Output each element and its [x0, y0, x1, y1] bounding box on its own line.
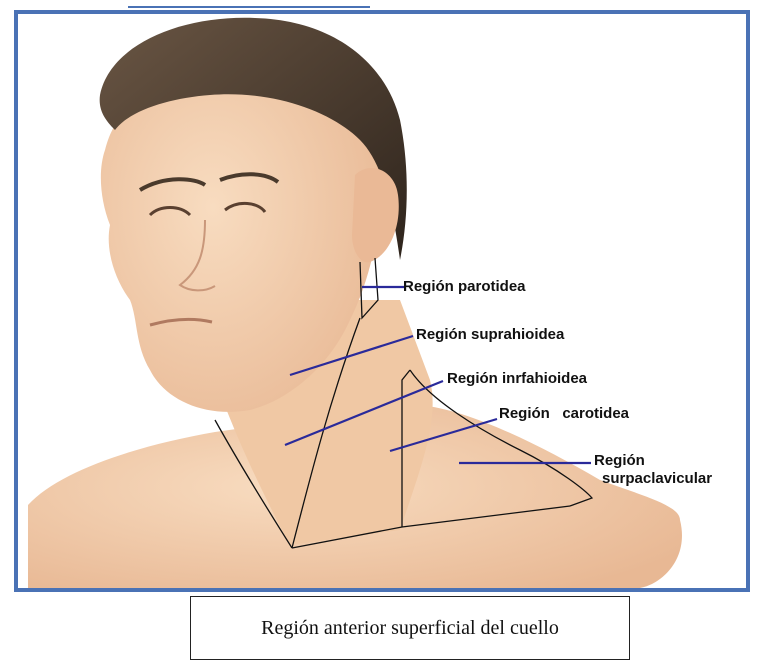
region-outlines [214, 257, 594, 549]
label-region-suprahioidea: Región suprahioidea [416, 326, 565, 343]
eye-right [224, 202, 267, 214]
pointer-infrahioidea [284, 379, 444, 447]
label-region-carotidea: Región carotidea [499, 405, 630, 422]
pointer-lines [284, 285, 591, 465]
top-accent-line [128, 6, 370, 8]
brow [138, 172, 280, 192]
face [100, 39, 381, 412]
nose [178, 219, 216, 292]
mouth [149, 317, 213, 327]
pointer-suprahioidea [289, 334, 414, 377]
label-region-supraclavicular-1: Región [594, 452, 645, 469]
ear [352, 167, 399, 263]
label-region-supraclavicular-2: surpaclavicular [602, 470, 713, 487]
label-region-infrahioidea: Región inrfahioidea [447, 370, 588, 387]
figure-caption: Región anterior superficial del cuello [190, 596, 630, 660]
pointer-carotidea [389, 417, 498, 453]
label-region-parotidea: Región parotidea [403, 278, 526, 295]
hair [99, 17, 407, 260]
eye-left [148, 206, 192, 217]
